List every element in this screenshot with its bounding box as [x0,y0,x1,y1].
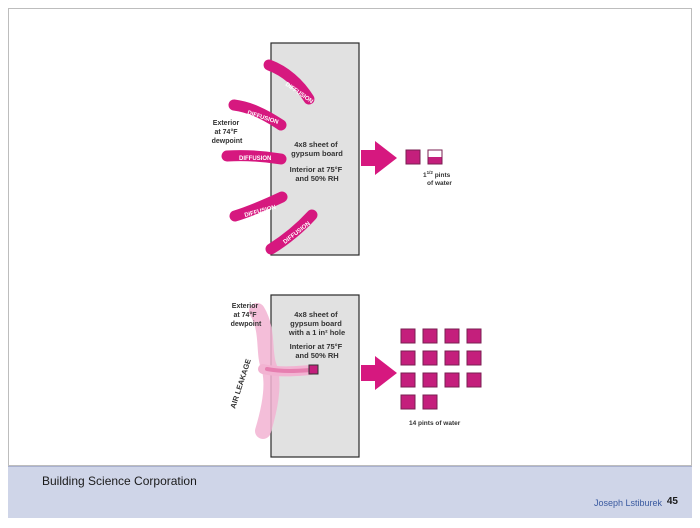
page-number: 45 [666,496,678,507]
diffusion-label-3: DIFFUSION [239,156,271,162]
water-cup [466,372,482,388]
water-cup [422,350,438,366]
output-arrow-top [361,141,397,175]
author-name: Joseph Lstiburek [593,498,662,508]
water-cup [422,372,438,388]
board-label-bottom: 4x8 sheet of gypsum board with a 1 in² h… [288,310,345,337]
moisture-diagram: DIFFUSION DIFFUSION DIFFUSION DIFFUSION … [212,42,482,458]
water-cup [400,328,416,344]
water-cup [444,372,460,388]
output-arrow-bottom [361,356,397,390]
air-leakage-label: AIR LEAKAGE [228,358,253,410]
water-cup [466,328,482,344]
water-cup [422,328,438,344]
interior-label-bottom: Interior at 75°F and 50% RH [290,342,345,360]
water-cup [444,328,460,344]
water-cups-bottom [400,328,482,410]
water-cup [444,350,460,366]
air-leakage-diagram: Exterior at 74°F dewpoint AIR LEAKAGE 4x… [228,294,482,458]
water-cup [400,372,416,388]
diffusion-diagram: DIFFUSION DIFFUSION DIFFUSION DIFFUSION … [212,42,452,256]
exterior-label-bottom: Exterior at 74°F dewpoint [231,303,262,328]
slide-footer: Building Science Corporation Joseph Lsti… [8,466,692,518]
water-cup-half [427,149,443,165]
diffusion-band-3: DIFFUSION [221,150,287,165]
water-cup [400,350,416,366]
water-cup [422,394,438,410]
organization-name: Building Science Corporation [42,474,197,488]
water-cup-full [405,149,421,165]
water-cup [400,394,416,410]
water-label-bottom: 14 pints of water [409,420,461,427]
content-frame: DIFFUSION DIFFUSION DIFFUSION DIFFUSION … [8,8,692,466]
board-hole [308,364,319,375]
interior-label-top: Interior at 75°F and 50% RH [290,165,345,183]
water-cup [466,350,482,366]
water-label-top: 11/2 pints of water [423,170,452,187]
air-leakage-plume [249,303,316,439]
water-cups-top [405,149,443,165]
exterior-label-top: Exterior at 74°F dewpoint [212,120,243,145]
board-label-top: 4x8 sheet of gypsum board [291,140,343,158]
